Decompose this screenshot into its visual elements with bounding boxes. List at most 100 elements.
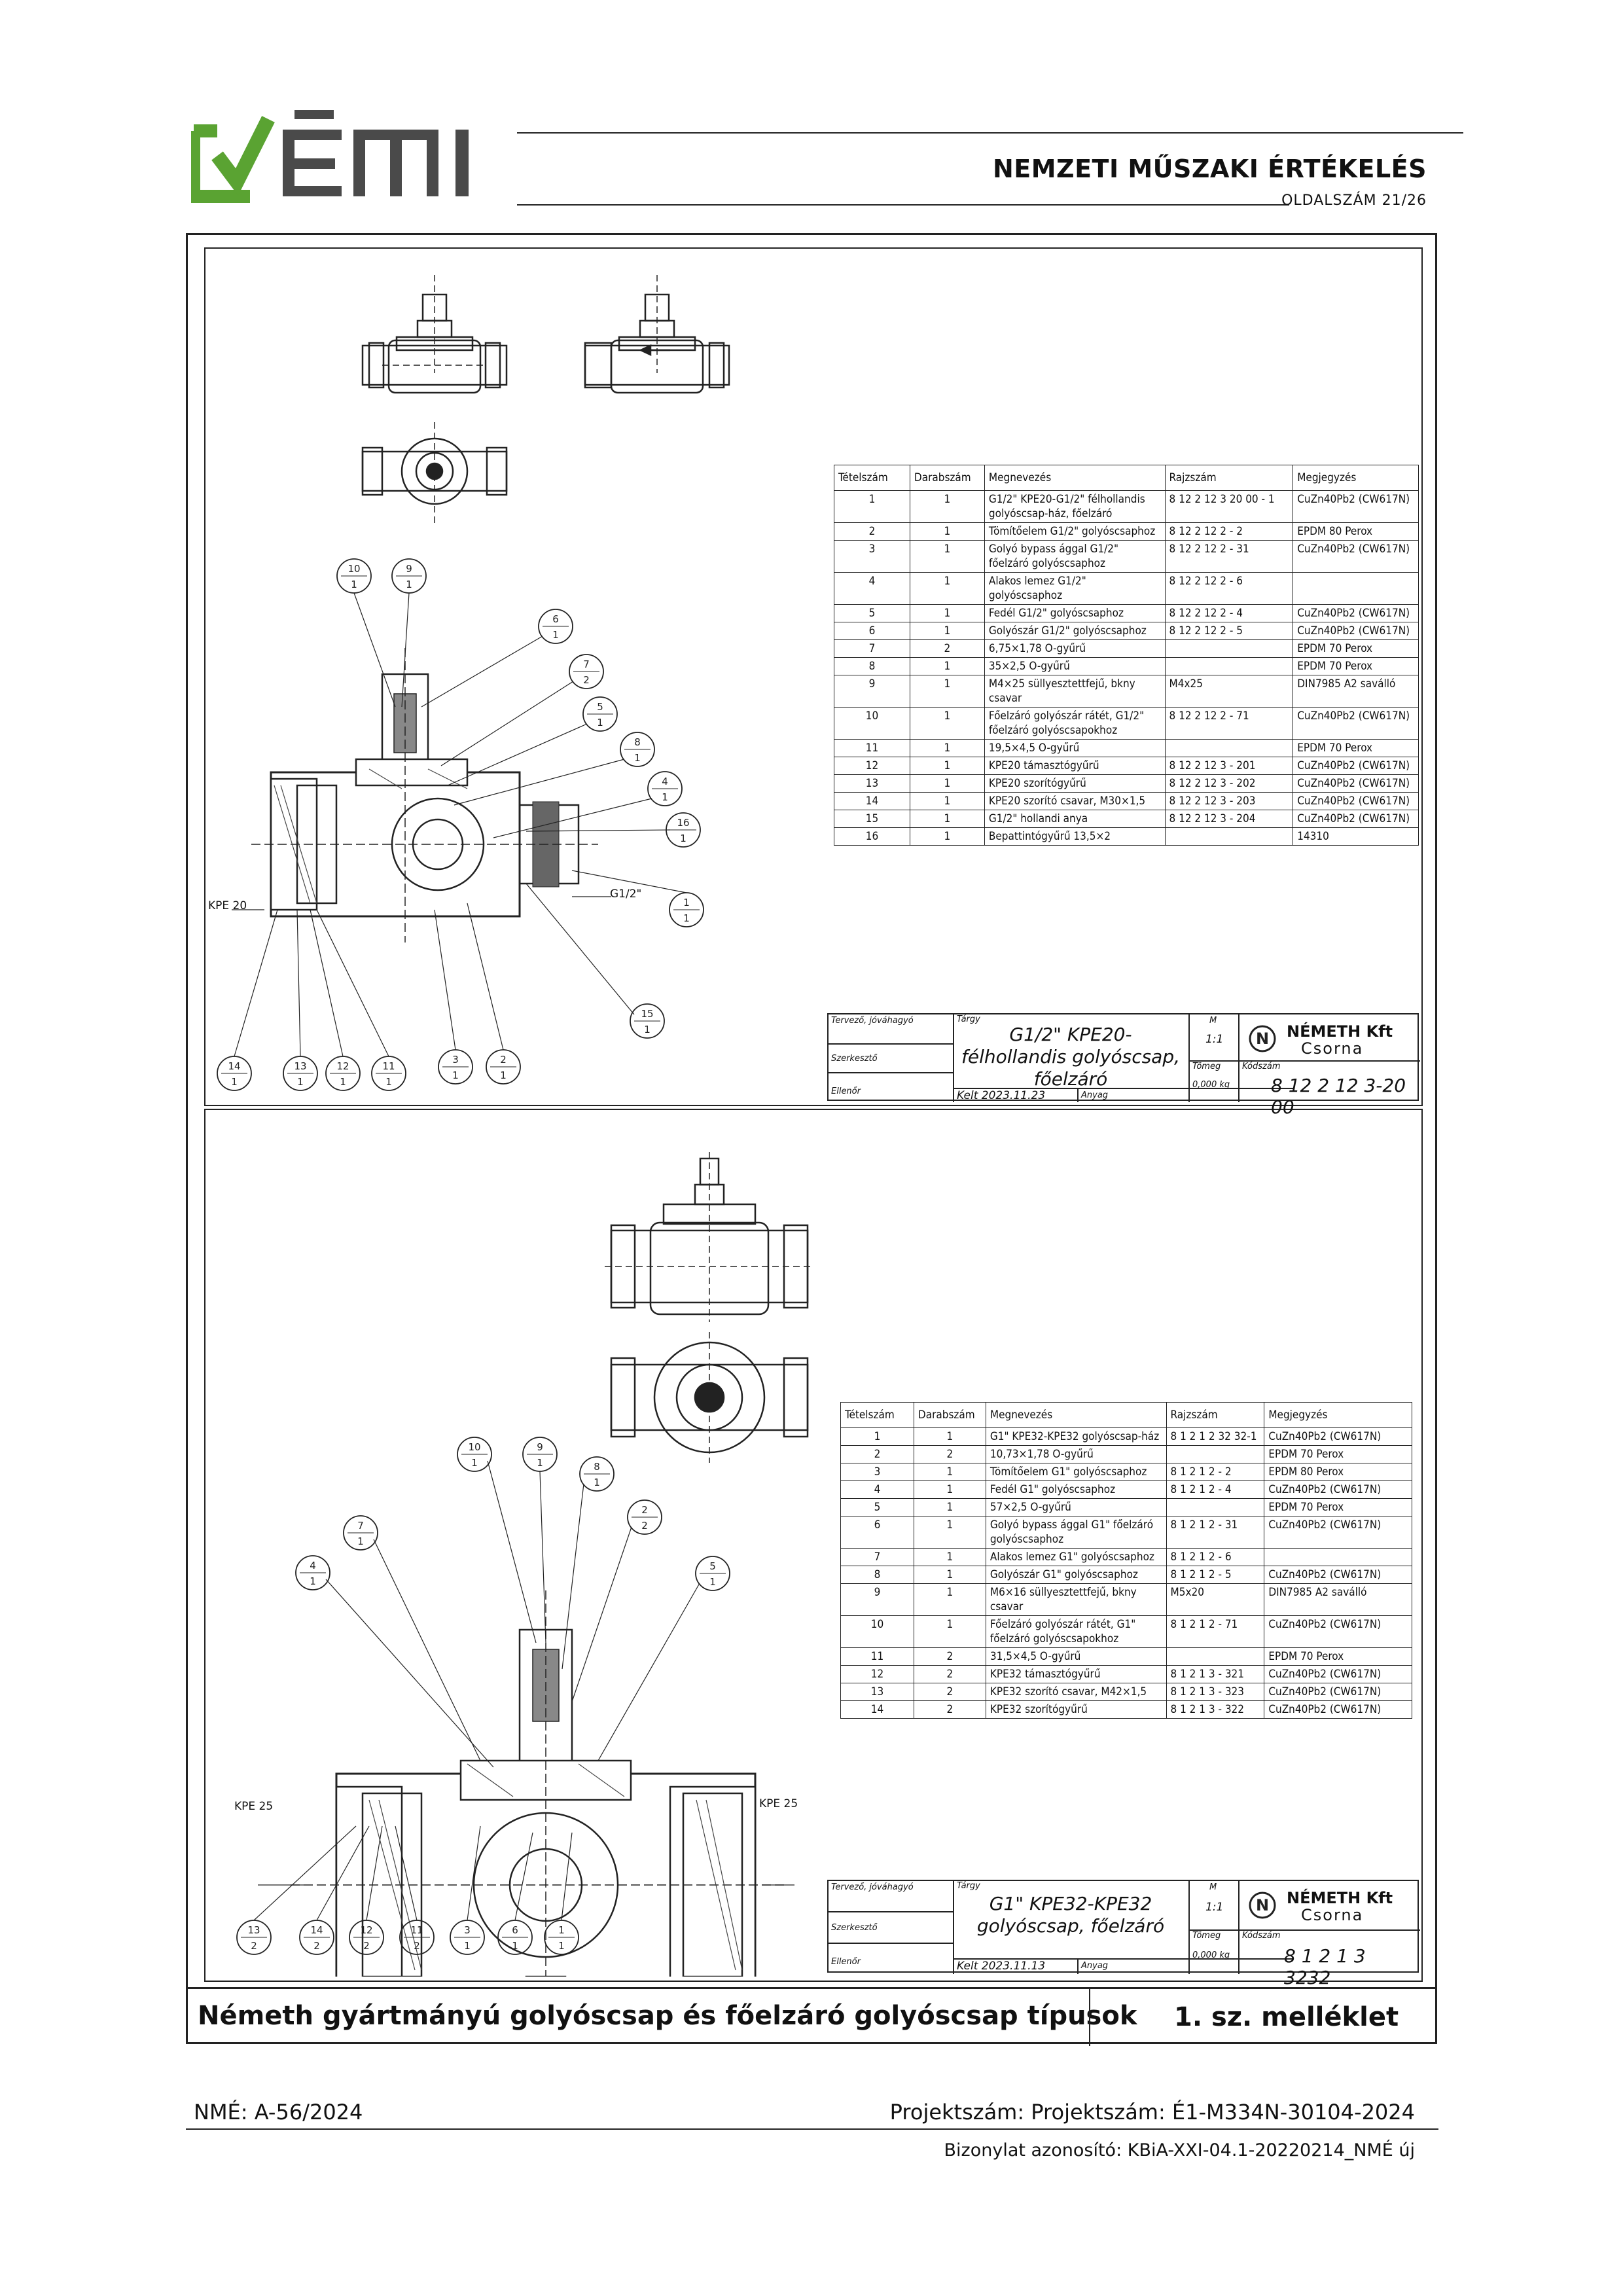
table-cell: EPDM 70 Perox xyxy=(1264,1498,1412,1516)
table-cell: 1 xyxy=(909,675,985,708)
label-kodszam: Kódszám xyxy=(1242,1062,1281,1071)
svg-text:11: 11 xyxy=(382,1060,395,1072)
table-cell: 1 xyxy=(909,774,985,793)
table-cell: 2 xyxy=(840,1445,914,1463)
svg-text:4: 4 xyxy=(662,776,668,787)
table-cell: CuZn40Pb2 (CW617N) xyxy=(1293,774,1419,793)
table-cell: EPDM 70 Perox xyxy=(1264,1445,1412,1463)
label-tomeg: Tömeg xyxy=(1192,1931,1221,1941)
title-block-1: Tervező, jóváhagyó Szerkesztő Ellenőr Tá… xyxy=(827,1013,1420,1118)
table-cell: 1 xyxy=(913,1566,986,1584)
svg-text:1: 1 xyxy=(406,579,412,590)
table-cell: 8 1 2 1 3 - 323 xyxy=(1166,1683,1265,1701)
header-rule-bottom xyxy=(517,204,1289,206)
table-cell: M4x25 xyxy=(1164,675,1294,708)
table-cell: 8 1 2 1 2 - 5 xyxy=(1166,1566,1265,1584)
table-cell: 1 xyxy=(834,490,910,523)
scale-value: 1:1 xyxy=(1205,1033,1224,1046)
table-cell: 10 xyxy=(834,707,910,740)
table-cell xyxy=(1164,657,1294,675)
table-cell: M5x20 xyxy=(1166,1583,1265,1616)
label-szerkeszto: Szerkesztő xyxy=(831,1054,878,1064)
nemeth-n-icon: N xyxy=(1249,1892,1276,1919)
col-header: Megjegyzés xyxy=(1264,1402,1412,1428)
table-cell: 6 xyxy=(840,1516,914,1549)
svg-text:1: 1 xyxy=(452,1069,459,1081)
label-ellenor: Ellenőr xyxy=(831,1957,861,1967)
parts-table-2: Tételszám Darabszám Megnevezés Rajzszám … xyxy=(840,1402,1412,1719)
table-cell: 12 xyxy=(834,757,910,775)
table-cell: 1 xyxy=(913,1583,986,1616)
table-cell: 14310 xyxy=(1293,827,1419,846)
table-cell: EPDM 80 Perox xyxy=(1264,1463,1412,1481)
table-cell: M4×25 süllyesztettfejű, bkny csavar xyxy=(984,675,1166,708)
svg-text:4: 4 xyxy=(310,1560,316,1571)
table-cell: Tömítőelem G1" golyóscsaphoz xyxy=(985,1463,1167,1481)
table-cell: 8 1 2 1 3 - 322 xyxy=(1166,1700,1265,1719)
table-cell: 5 xyxy=(840,1498,914,1516)
company-city: Csorna xyxy=(1301,1906,1364,1924)
svg-text:1: 1 xyxy=(680,833,687,844)
svg-text:6: 6 xyxy=(512,1924,518,1936)
kpe25-right-label: KPE 25 xyxy=(759,1797,798,1810)
table-cell xyxy=(1164,739,1294,757)
table-cell: Fedél G1" golyóscsaphoz xyxy=(985,1480,1167,1499)
drawing-frame xyxy=(186,233,1437,2044)
table-cell: Golyószár G1/2" golyóscsaphoz xyxy=(984,622,1166,640)
svg-text:1: 1 xyxy=(464,1940,471,1952)
svg-text:8: 8 xyxy=(594,1461,600,1473)
table-cell: CuZn40Pb2 (CW617N) xyxy=(1293,540,1419,573)
company-city: Csorna xyxy=(1301,1039,1364,1058)
svg-text:1: 1 xyxy=(662,791,668,803)
table-cell: CuZn40Pb2 (CW617N) xyxy=(1293,622,1419,640)
svg-text:2: 2 xyxy=(500,1054,507,1066)
table-cell: 14 xyxy=(840,1700,914,1719)
svg-text:1: 1 xyxy=(357,1535,364,1547)
table-cell: 8 12 2 12 2 - 2 xyxy=(1164,522,1294,541)
table-cell: 1 xyxy=(909,572,985,605)
table-cell: 2 xyxy=(834,522,910,541)
svg-text:1: 1 xyxy=(500,1069,507,1081)
table-cell: Főelzáró golyószár rátét, G1" főelzáró g… xyxy=(985,1615,1167,1648)
svg-text:11: 11 xyxy=(410,1924,423,1936)
table-cell: 13 xyxy=(840,1683,914,1701)
svg-text:8: 8 xyxy=(634,736,641,748)
label-anyag: Anyag xyxy=(1081,1961,1109,1971)
table-cell: 2 xyxy=(913,1665,986,1683)
table-cell: EPDM 70 Perox xyxy=(1293,739,1419,757)
svg-text:1: 1 xyxy=(471,1457,478,1469)
table-cell: 8 12 2 12 3 20 00 - 1 xyxy=(1164,490,1294,523)
svg-text:7: 7 xyxy=(583,658,590,670)
table-cell: CuZn40Pb2 (CW617N) xyxy=(1293,707,1419,740)
table-cell: 11 xyxy=(834,739,910,757)
table-cell: 1 xyxy=(909,522,985,541)
label-tomeg: Tömeg xyxy=(1192,1062,1221,1071)
table-cell: CuZn40Pb2 (CW617N) xyxy=(1264,1665,1412,1683)
valve-drawing-1: 101 91 61 72 51 81 41 161 11 151 141 131… xyxy=(217,275,730,1091)
table-cell: 1 xyxy=(913,1480,986,1499)
table-cell xyxy=(1166,1445,1265,1463)
col-header: Megjegyzés xyxy=(1293,465,1419,491)
svg-text:1: 1 xyxy=(644,1024,651,1035)
svg-text:12: 12 xyxy=(336,1060,349,1072)
svg-text:1: 1 xyxy=(709,1576,716,1588)
svg-text:1: 1 xyxy=(558,1924,565,1936)
mass-value: 0,000 kg xyxy=(1192,1950,1230,1960)
table-cell: 8 12 2 12 2 - 31 xyxy=(1164,540,1294,573)
annex-number: 1. sz. melléklet xyxy=(1174,2002,1399,2032)
svg-text:10: 10 xyxy=(348,563,360,575)
page-number: OLDALSZÁM 21/26 xyxy=(1281,192,1427,209)
drawing-code: 8 1 2 1 3 3232 xyxy=(1284,1945,1366,1988)
table-cell: 8 12 2 12 2 - 6 xyxy=(1164,572,1294,605)
svg-text:1: 1 xyxy=(683,912,690,924)
table-cell: 7 xyxy=(840,1548,914,1566)
table-cell: M6×16 süllyesztettfejű, bkny csavar xyxy=(985,1583,1167,1616)
